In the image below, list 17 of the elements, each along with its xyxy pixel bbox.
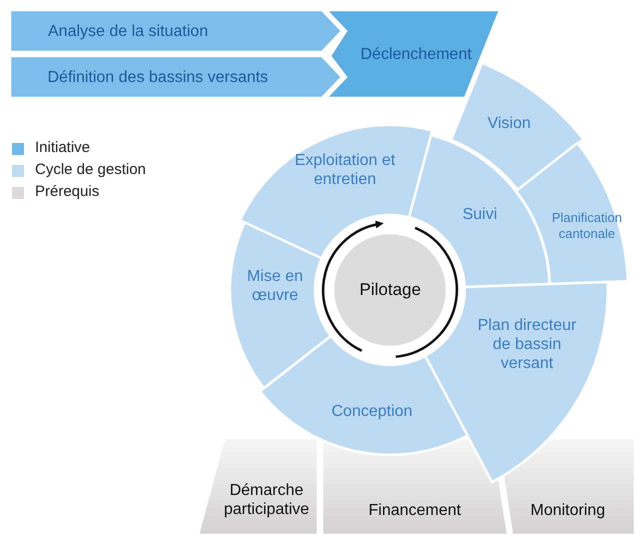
step-label: Définition des bassins versants — [48, 68, 268, 87]
step-label: Déclenchement — [360, 44, 472, 64]
segment-label: Conception — [331, 402, 412, 422]
segment-label: Exploitation et entretien — [294, 150, 396, 190]
legend-label: Prérequis — [35, 183, 100, 200]
segment-label: Plan directeur de bassin versant — [476, 316, 577, 374]
panel-label: Démarche participative — [222, 481, 310, 520]
legend-label: Initiative — [35, 139, 90, 156]
panel-label: Monitoring — [530, 500, 606, 520]
segment-label: Suivi — [462, 205, 498, 225]
segment-label: Mise en œuvre — [246, 266, 304, 306]
segment-label: Planification cantonale — [550, 210, 623, 242]
step-label: Analyse de la situation — [48, 22, 208, 41]
panel-label: Financement — [368, 500, 461, 520]
center-label: Pilotage — [360, 280, 421, 300]
legend-label: Cycle de gestion — [35, 161, 146, 178]
segment-label: Vision — [487, 114, 531, 134]
